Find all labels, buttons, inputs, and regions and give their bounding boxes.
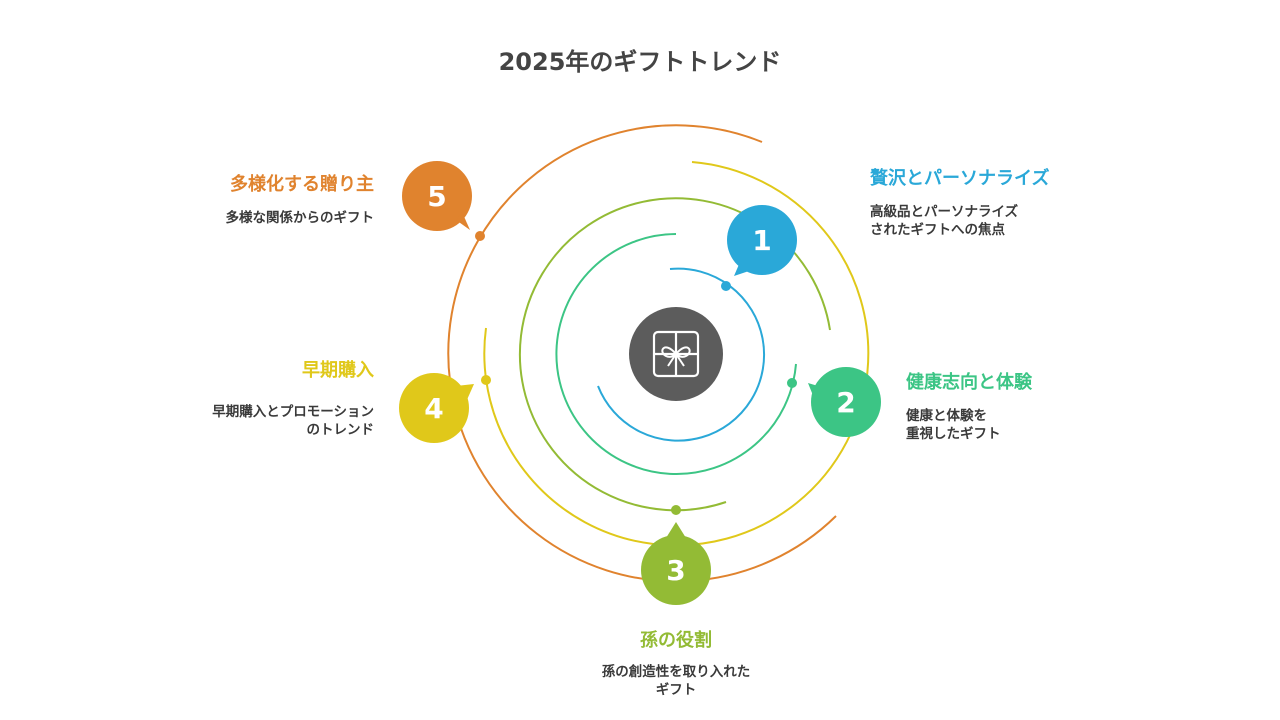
trend-1-title: 贅沢とパーソナライズ	[870, 168, 1050, 189]
ring-4	[483, 161, 870, 547]
ring-2	[555, 233, 797, 475]
trend-2: 健康志向と体験 健康と体験を 重視したギフト	[906, 371, 1032, 443]
badge-2-number: 2	[836, 386, 855, 419]
badge-5-number: 5	[427, 180, 446, 213]
trend-3-description: 孫の創造性を取り入れた ギフト	[601, 664, 751, 698]
page-title: 2025年のギフトトレンド	[498, 48, 782, 76]
ring-4-dot	[481, 375, 491, 385]
badge-1-number: 1	[752, 224, 771, 257]
trend-5-description: 多様な関係からのギフト	[225, 210, 375, 226]
badge-3-number: 3	[666, 554, 685, 587]
ring-5-dot	[475, 231, 485, 241]
badge-2: 2	[808, 367, 881, 437]
ring-3-dot	[671, 505, 681, 515]
trend-5: 多様化する贈り主 多様な関係からのギフト	[74, 173, 375, 227]
trend-3-title: 孫の役割	[640, 630, 712, 651]
trend-4: 早期購入 早期購入とプロモーション のトレンド	[94, 359, 374, 439]
trend-1: 贅沢とパーソナライズ 高級品とパーソナライズ されたギフトへの焦点	[870, 167, 1049, 239]
ring-1-dot	[721, 281, 731, 291]
trend-5-title: 多様化する贈り主	[230, 174, 374, 195]
badge-1: 1	[727, 205, 797, 276]
trend-1-description: 高級品とパーソナライズ されたギフトへの焦点	[870, 204, 1019, 238]
badge-5: 5	[402, 161, 472, 231]
trend-2-title: 健康志向と体験	[906, 372, 1032, 393]
trend-2-description: 健康と体験を 重視したギフト	[906, 408, 1001, 442]
badge-4: 4	[399, 373, 474, 443]
gift-icon	[629, 307, 723, 401]
ring-2-dot	[787, 378, 797, 388]
trend-3: 孫の役割 孫の創造性を取り入れた ギフト	[536, 629, 816, 699]
trend-4-title: 早期購入	[302, 360, 374, 381]
badge-4-number: 4	[424, 392, 443, 425]
badge-3: 3	[641, 522, 711, 605]
trend-4-description: 早期購入とプロモーション のトレンド	[212, 404, 374, 438]
